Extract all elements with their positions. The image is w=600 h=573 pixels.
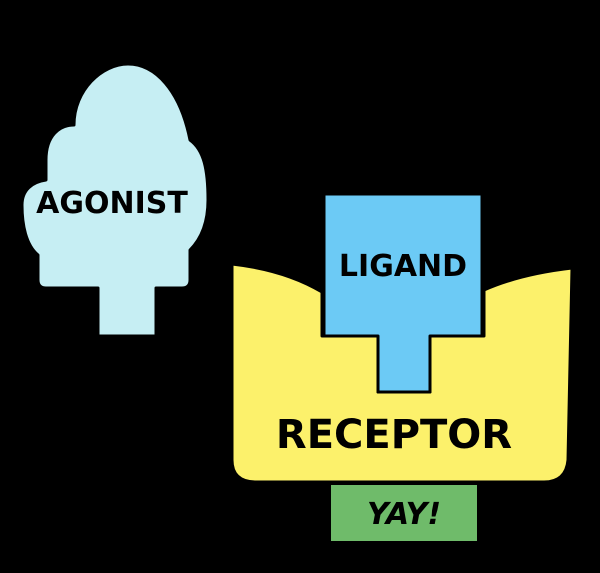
agonist-body: [20, 62, 210, 338]
response-box-fill: [329, 483, 479, 543]
receptor-label: RECEPTOR: [276, 412, 512, 458]
ligand-shape: LIGAND: [322, 192, 484, 394]
ligand-label: LIGAND: [339, 249, 467, 284]
response-label: YAY!: [367, 497, 441, 532]
receptor-body: [230, 262, 574, 484]
agonist-shape: AGONIST: [20, 62, 210, 338]
agonist-label: AGONIST: [36, 186, 188, 221]
ligand-body: [322, 192, 484, 394]
receptor-shape: RECEPTOR: [230, 262, 574, 484]
response-box: YAY!: [329, 483, 479, 543]
